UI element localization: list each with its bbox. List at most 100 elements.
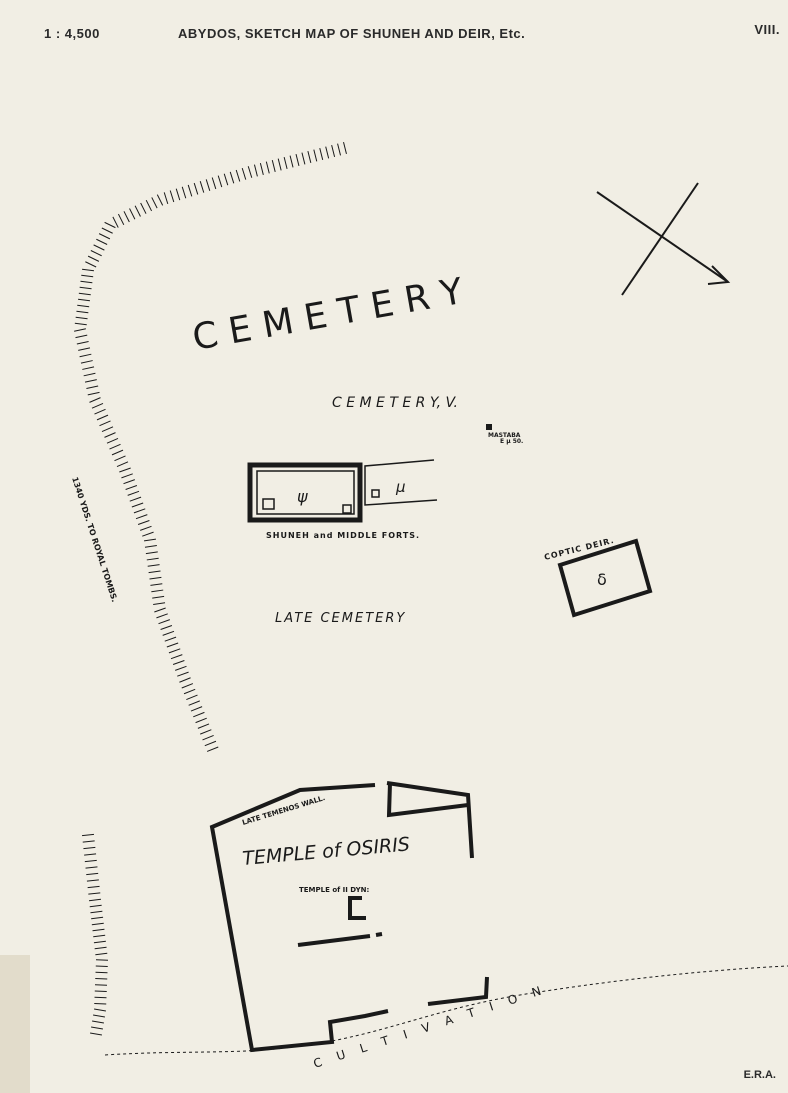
hachure-mark <box>94 408 106 415</box>
hachure-mark <box>74 328 86 332</box>
shuneh-fort <box>247 462 363 523</box>
hachure-mark <box>170 654 183 660</box>
hachure-mark <box>117 213 125 226</box>
hachure-mark <box>129 208 136 220</box>
hachure-mark <box>84 859 97 863</box>
hachure-mark <box>77 298 91 302</box>
hachure-mark <box>88 892 101 895</box>
hachure-mark <box>83 372 96 377</box>
hachure-mark <box>87 885 100 889</box>
hachure-mark <box>104 221 116 229</box>
hachure-mark <box>200 729 212 735</box>
hachure-mark <box>223 173 229 186</box>
hachure-mark <box>89 904 102 908</box>
hachure-mark <box>331 145 336 157</box>
hachure-mark <box>90 250 102 257</box>
hachure-mark <box>88 898 102 902</box>
hachure-mark <box>247 166 253 178</box>
hachure-mark <box>343 142 347 154</box>
hachure-mark <box>87 391 100 396</box>
hachure-mark <box>160 625 173 630</box>
hachure-mark <box>151 197 158 209</box>
label-fort-psi: ψ <box>297 487 308 506</box>
hachure-mark <box>169 190 175 203</box>
hachure-mark <box>175 665 187 671</box>
hachure-mark <box>121 473 133 479</box>
hachure-mark <box>204 740 217 747</box>
hachure-mark <box>140 525 152 531</box>
hachure-mark <box>146 557 159 561</box>
hachure-mark <box>197 723 210 729</box>
middle-fort <box>364 459 438 506</box>
hachure-mark <box>241 167 247 180</box>
hachure-mark <box>119 467 131 473</box>
hachure-mark <box>271 160 276 172</box>
hachure-mark <box>84 853 97 856</box>
hachure-mark <box>104 432 116 438</box>
temenos-wall <box>209 781 489 1053</box>
hachure-mark <box>163 192 169 205</box>
paper-edge-strip <box>0 955 30 1093</box>
hachure-mark <box>96 414 109 421</box>
hachure-mark <box>145 199 153 212</box>
hachure-mark <box>193 182 199 195</box>
hachure-mark <box>337 143 342 156</box>
hachure-mark <box>144 545 157 548</box>
hachure-mark <box>90 1026 104 1030</box>
label-mastaba-ref: E μ 50. <box>500 438 523 445</box>
hachure-mark <box>81 833 95 837</box>
hachure-mark <box>86 879 99 882</box>
hachure-mark <box>164 636 177 642</box>
hachure-mark <box>265 161 270 174</box>
hachure-mark <box>149 576 162 580</box>
hachure-mark <box>80 360 93 364</box>
desert-escarpment-hachures <box>74 142 347 1036</box>
hachure-mark <box>91 916 104 920</box>
hachure-mark <box>179 677 191 683</box>
hachure-mark <box>253 164 258 177</box>
hachure-mark <box>77 304 90 308</box>
hachure-mark <box>142 531 154 537</box>
hachure-mark <box>313 149 318 162</box>
hachure-mark <box>156 194 164 206</box>
hachure-mark <box>76 310 89 314</box>
hachure-mark <box>109 443 121 450</box>
north-arrow-icon <box>596 182 731 296</box>
hachure-mark <box>95 952 108 956</box>
label-deir-delta: δ <box>597 570 607 589</box>
hachure-mark <box>166 642 179 648</box>
hachure-mark <box>217 175 223 188</box>
hachure-mark <box>307 151 312 163</box>
hachure-mark <box>91 922 104 926</box>
label-mastaba: MASTABA <box>488 432 521 439</box>
hachure-mark <box>151 589 164 593</box>
hachure-mark <box>91 1020 105 1024</box>
hachure-mark <box>99 420 111 427</box>
hachure-mark <box>101 426 114 432</box>
hachure-mark <box>158 619 170 625</box>
label-temple-ii-dyn: TEMPLE of II DYN: <box>299 886 369 894</box>
label-cemetery-v: C E M E T E R Y, V. <box>332 395 458 411</box>
hachure-mark <box>78 347 91 351</box>
hachure-mark <box>74 322 87 326</box>
hachure-mark <box>106 438 119 444</box>
hachure-mark <box>86 385 99 390</box>
cultivation-boundary <box>104 965 788 1056</box>
hachure-mark <box>85 261 97 268</box>
hachure-mark <box>79 353 92 358</box>
hachure-mark <box>325 146 330 159</box>
hachure-mark <box>112 216 119 228</box>
hachure-mark <box>133 508 146 514</box>
hachure-mark <box>125 485 138 490</box>
author-initials: E.R.A. <box>743 1069 776 1081</box>
hachure-mark <box>211 177 217 190</box>
hachure-mark <box>187 184 193 197</box>
hachure-mark <box>89 397 101 403</box>
hachure-mark <box>76 340 89 345</box>
hachure-mark <box>181 186 187 199</box>
hachure-mark <box>259 163 264 175</box>
hachure-mark <box>96 238 108 245</box>
hachure-mark <box>123 479 135 485</box>
hachure-mark <box>193 711 205 718</box>
hachure-mark <box>181 683 194 689</box>
